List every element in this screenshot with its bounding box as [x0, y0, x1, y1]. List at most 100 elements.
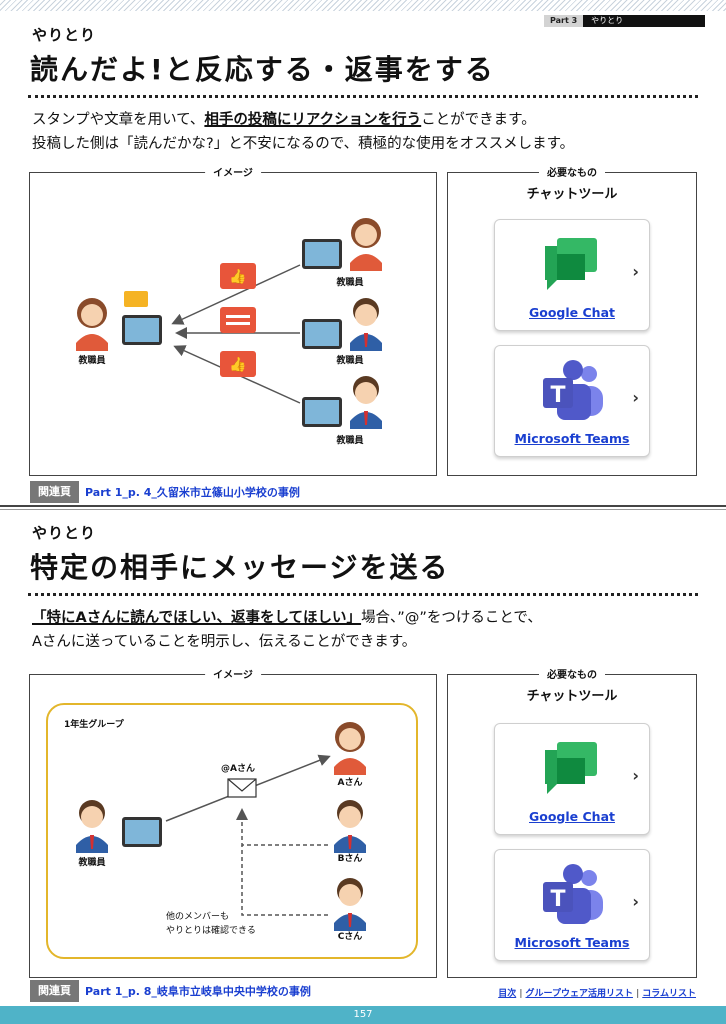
arrow [171, 264, 301, 325]
staff-right-label-2: 教職員 [335, 354, 363, 366]
chevron-right-icon: › [632, 766, 639, 785]
part-badge: Part 3 やりとり [544, 15, 706, 27]
needs-title: チャットツール [526, 689, 618, 704]
mention-diagram: 1年生グループ 教職員 @Aさん Aさん Bさん Cさん 他のメンバーも やりと… [64, 718, 366, 942]
section1-needs-box: 必要なもの チャットツール › Google Chat T › Microsof… [447, 164, 697, 476]
nav-separator: | [519, 989, 523, 999]
text: Aさんに送っていることを明示し、伝えることができます。 [32, 634, 417, 650]
section2-kicker: やりとり [32, 524, 97, 542]
needs-title: チャットツール [526, 187, 618, 202]
section1-paragraph: スタンプや文章を用いて、相手の投稿にリアクションを行うことができます。 投稿した… [32, 108, 692, 156]
related-link[interactable]: Part 1_p. 4_久留米市立篠山小学校の事例 [85, 486, 300, 499]
envelope-icon [227, 778, 257, 798]
google-chat-icon [545, 238, 597, 290]
part-number: Part 3 [544, 15, 584, 27]
group-frame [46, 703, 418, 959]
related-page: 関連頁 Part 1_p. 4_久留米市立篠山小学校の事例 [30, 481, 300, 503]
staff-avatar [350, 376, 382, 429]
recipient-avatar [334, 878, 366, 931]
emphasis: 相手の投稿にリアクションを行う [204, 112, 422, 128]
teams-card[interactable]: T › Microsoft Teams [494, 849, 650, 961]
needs-label: 必要なもの [539, 164, 605, 179]
image-label: イメージ [205, 164, 261, 179]
chevron-right-icon: › [632, 388, 639, 407]
text: 場合、”@”をつけることで、 [361, 610, 542, 626]
text: 投稿した側は「読んだかな?」と不安になるので、積極的な使用をオススメします。 [32, 136, 575, 152]
text: ことができます。 [421, 112, 536, 128]
section2-title: 特定の相手にメッセージを送る [30, 551, 450, 584]
section2-needs-box: 必要なもの チャットツール › Google Chat T › Microsof… [447, 666, 697, 978]
footer-nav: 目次|グループウェア活用リスト|コラムリスト [498, 986, 696, 999]
image-label: イメージ [205, 666, 261, 681]
staff-avatar [76, 298, 108, 351]
staff-left-label: 教職員 [77, 354, 105, 366]
group-label: 1年生グループ [64, 718, 125, 730]
related-tag: 関連頁 [30, 481, 79, 503]
tablet-icon [302, 239, 342, 269]
stamp-icon [124, 291, 148, 307]
google-chat-icon [545, 742, 597, 794]
section-separator [0, 505, 726, 507]
section2-image-box: イメージ 1年生グループ 教職員 @Aさん Aさん Bさん Cさん 他のメンバー… [29, 666, 437, 978]
tablet-icon [122, 817, 162, 847]
toc-link[interactable]: 目次 [498, 989, 517, 999]
staff-avatar [350, 298, 382, 351]
teams-card[interactable]: T › Microsoft Teams [494, 345, 650, 457]
svg-text:T: T [550, 383, 565, 408]
related-link[interactable]: Part 1_p. 8_岐阜市立岐阜中央中学校の事例 [85, 985, 311, 998]
chevron-right-icon: › [632, 892, 639, 911]
google-chat-card[interactable]: › Google Chat [494, 219, 650, 331]
svg-text:👍: 👍 [229, 268, 246, 285]
staff-right-label-3: 教職員 [335, 434, 363, 446]
tablet-icon [122, 315, 162, 345]
section1-image-box: イメージ 教職員 教職員 教職員 教職員 👍 👍 [29, 164, 437, 476]
footer-bar: 157 [0, 1006, 726, 1024]
tablet-icon [302, 319, 342, 349]
staff-right-label-1: 教職員 [335, 276, 363, 288]
section2-paragraph: 「特にAさんに読んでほしい、返事をしてほしい」場合、”@”をつけることで、 Aさ… [32, 606, 692, 654]
column-link[interactable]: コラムリスト [642, 989, 696, 999]
staff-avatar [350, 218, 382, 271]
section1-kicker: やりとり [32, 26, 97, 44]
teams-icon: T [543, 360, 603, 420]
recipient-a-label: Aさん [338, 777, 363, 788]
google-chat-link[interactable]: Google Chat [529, 305, 615, 320]
recipient-b-label: Bさん [338, 853, 363, 864]
mention-label: @Aさん [221, 763, 255, 774]
teams-link[interactable]: Microsoft Teams [514, 935, 630, 950]
text: スタンプや文章を用いて、 [32, 112, 205, 128]
message-icon [220, 307, 256, 333]
top-stripe [0, 0, 726, 11]
section-separator-thin [0, 509, 726, 510]
note-line2: やりとりは確認できる [166, 924, 256, 936]
needs-label: 必要なもの [539, 666, 605, 681]
teams-link[interactable]: Microsoft Teams [514, 431, 630, 446]
svg-text:T: T [550, 887, 565, 912]
divider-dots [28, 95, 698, 98]
thumbs-up-icon: 👍 [220, 351, 256, 377]
list-link[interactable]: グループウェア活用リスト [525, 989, 633, 999]
section1-title: 読んだよ!と反応する・返事をする [30, 53, 495, 86]
part-name: やりとり [583, 15, 706, 27]
page-number: 157 [353, 1009, 373, 1020]
related-page: 関連頁 Part 1_p. 8_岐阜市立岐阜中央中学校の事例 [30, 980, 311, 1002]
emphasis: 「特にAさんに読んでほしい、返事をしてほしい」 [32, 610, 362, 626]
recipient-c-label: Cさん [338, 931, 363, 942]
thumbs-up-icon: 👍 [220, 263, 256, 289]
nav-separator: | [635, 989, 640, 999]
svg-text:👍: 👍 [229, 356, 246, 373]
related-tag: 関連頁 [30, 980, 79, 1002]
recipient-avatar [334, 722, 366, 775]
divider-dots [28, 593, 698, 596]
reaction-diagram: 教職員 教職員 教職員 教職員 👍 👍 [76, 218, 382, 446]
dashed-arrow [236, 808, 328, 846]
google-chat-card[interactable]: › Google Chat [494, 723, 650, 835]
note-line1: 他のメンバーも [166, 910, 229, 922]
dashed-line [241, 845, 328, 916]
google-chat-link[interactable]: Google Chat [529, 809, 615, 824]
tablet-icon [302, 397, 342, 427]
chevron-right-icon: › [632, 262, 639, 281]
sender-label: 教職員 [77, 856, 105, 868]
recipient-avatar [334, 800, 366, 853]
staff-avatar [76, 800, 108, 853]
